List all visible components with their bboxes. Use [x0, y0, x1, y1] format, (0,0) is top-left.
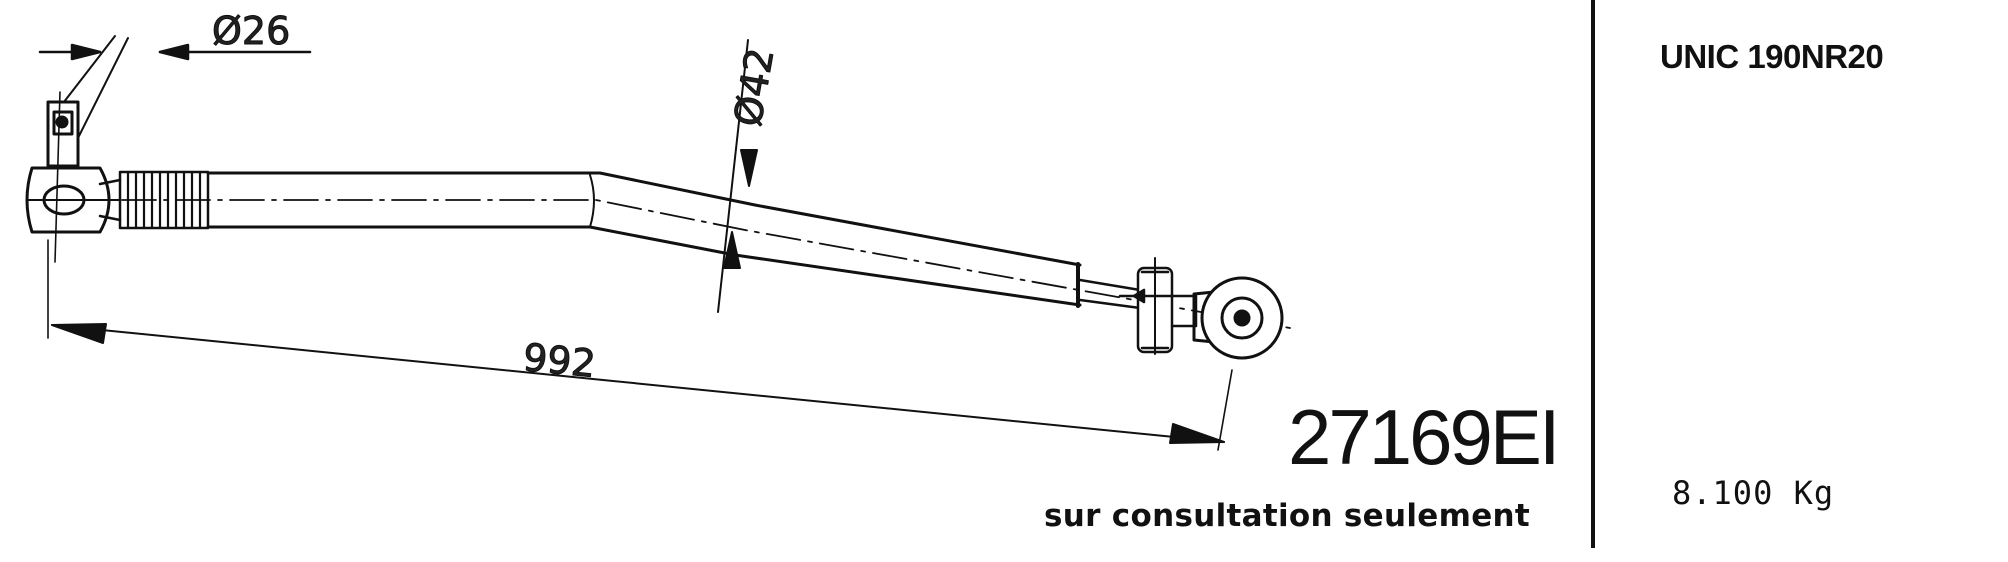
right-clamp	[1118, 257, 1198, 355]
dim-length-label: 992	[521, 335, 598, 386]
part-weight: 8.100 Kg	[1672, 474, 1835, 512]
title-block-divider	[1591, 0, 1595, 548]
vehicle-model: UNIC 190NR20	[1660, 38, 1884, 75]
tie-rod-drawing: Ø26	[25, 9, 1291, 451]
dim-d26-label: Ø26	[212, 9, 290, 53]
part-number: 27169EI	[1288, 393, 1561, 481]
dim-d42-lines	[717, 39, 758, 313]
center-line	[121, 199, 1291, 329]
tie-rod-tube	[206, 171, 1142, 310]
left-ball-joint	[25, 91, 123, 263]
availability-note: sur consultation seulement	[1044, 498, 1531, 534]
dim-d26-lines	[38, 35, 312, 151]
right-eye	[1192, 276, 1284, 451]
dim-length-lines	[47, 239, 1225, 444]
dim-d42-label: Ø42	[726, 45, 783, 130]
